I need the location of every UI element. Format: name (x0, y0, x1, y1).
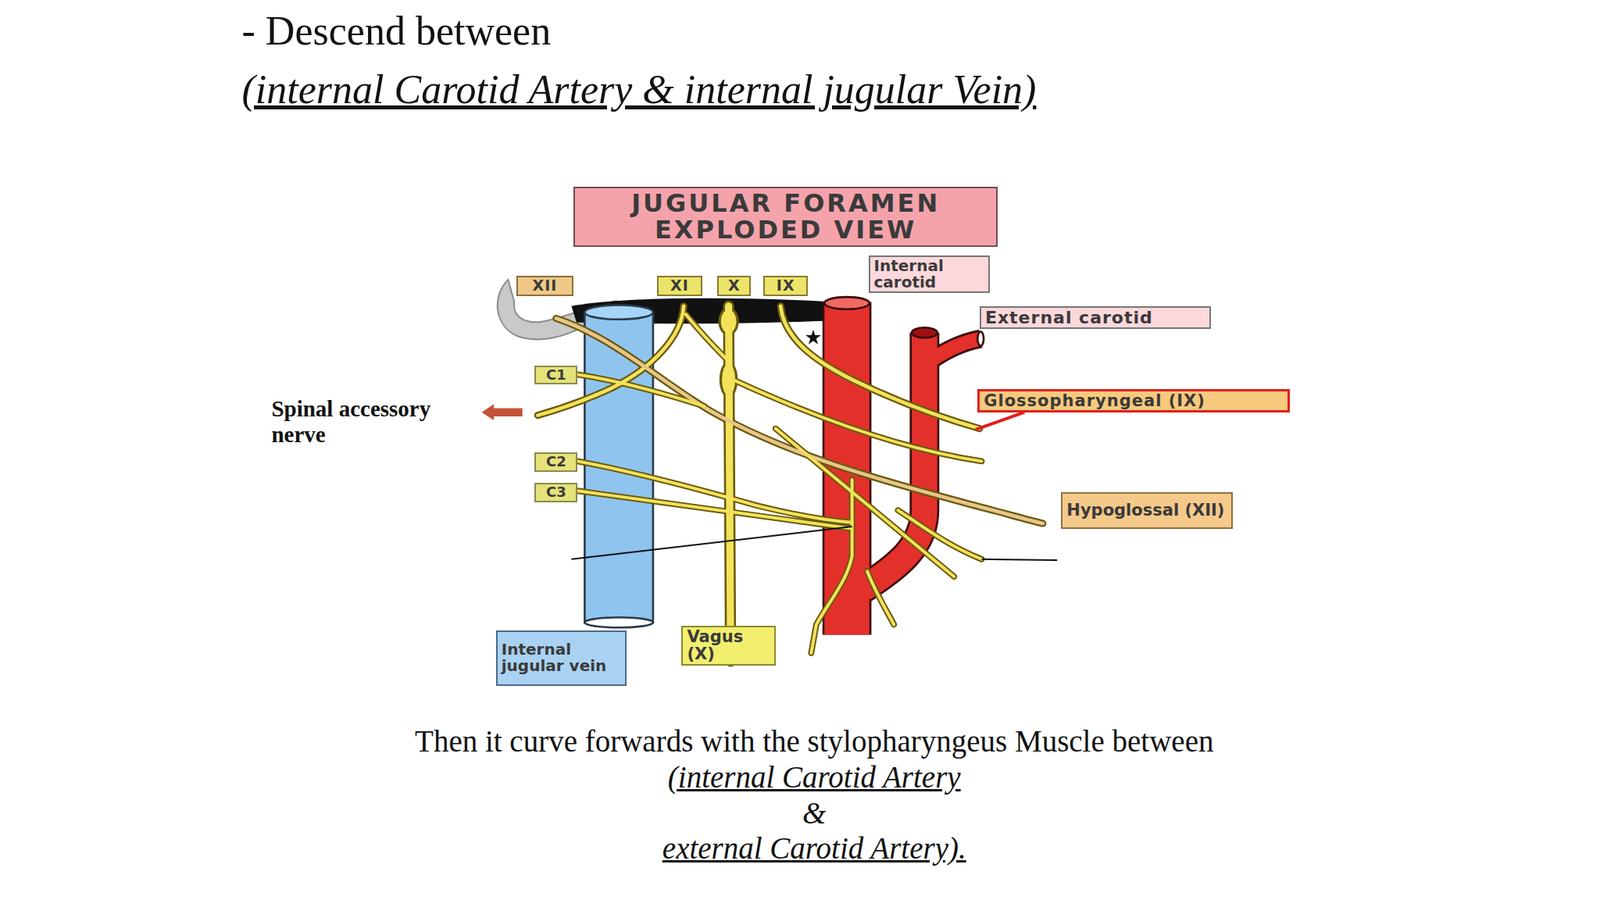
pharyngeal-branch (775, 428, 955, 577)
laryngeal-nerve-outline (732, 379, 983, 461)
artery-fills (846, 302, 981, 636)
artery-outlines (846, 302, 981, 636)
cervical-nerve-outline (577, 374, 704, 406)
hypoglossal-nerve-outline (556, 318, 1043, 525)
artery-lumen (977, 331, 984, 346)
heading-text: - Descend between (242, 7, 957, 55)
cervical-nerve-label: C2 (534, 452, 578, 472)
ansa-root (810, 479, 852, 654)
box-text: C2 (539, 454, 572, 470)
vagus-ganglion (721, 364, 736, 396)
external-carotid-artery (863, 332, 925, 590)
glossopharyngeal-nerve (780, 306, 980, 429)
artery-branch (928, 339, 982, 363)
caption-text: Then it curve forwards with the stylopha… (255, 724, 1375, 760)
cranial-nerve-number: XII (516, 275, 574, 297)
box-text: C3 (539, 485, 572, 500)
pharyngeal-branch-outline (897, 510, 982, 560)
cranial-nerve-number: X (717, 275, 751, 297)
red-leader-line (975, 412, 1025, 430)
accessory-nerve (537, 306, 684, 416)
vagus-nerve (728, 306, 732, 662)
leader-line (571, 526, 852, 560)
structure-label: Spinal accessory nerve (271, 396, 481, 449)
caption-text: (internal Carotid Artery (255, 760, 1375, 796)
box-text: Internal jugular vein (501, 641, 622, 675)
box-text: JUGULAR FORAMEN EXPLODED VIEW (578, 190, 993, 243)
nerve-branch-outline (867, 571, 894, 625)
box-text: Internal carotid (874, 257, 985, 291)
cervical-nerve-outline (577, 460, 852, 522)
box-text: C1 (539, 367, 572, 383)
caption-text: external Carotid Artery). (255, 831, 1375, 867)
vagus-nerve-outline (728, 306, 732, 662)
accessory-branch (685, 314, 727, 359)
artery-label: External carotid (979, 306, 1211, 329)
vein-top (584, 305, 654, 320)
nerve-label: Vagus (X) (681, 625, 775, 666)
cranial-nerve-number: XI (657, 275, 702, 297)
leader-line (981, 559, 1058, 561)
cranial-nerve-number: IX (763, 275, 808, 297)
vagus-ganglion (721, 309, 737, 333)
nerve-fills (537, 306, 1043, 662)
nerve-label: Hypoglossal (XII) (1060, 492, 1233, 529)
box-text: IX (768, 278, 803, 294)
laryngeal-nerve (732, 379, 983, 461)
box-text: XII (521, 278, 568, 294)
nerve-outlines (537, 306, 1043, 662)
cervical-nerve-label: C1 (534, 365, 578, 386)
nerve-label: Glossopharyngeal (IX) (977, 389, 1290, 413)
cervical-nerve (577, 374, 704, 406)
hypoglossal-nerve (556, 318, 1043, 525)
ansa-root-outline (810, 479, 852, 654)
box-text: Glossopharyngeal (IX) (983, 392, 1284, 410)
box-text: XI (662, 278, 697, 294)
artery-top (824, 296, 869, 310)
artery-label: Internal carotid (868, 255, 990, 293)
title-box: JUGULAR FORAMEN EXPLODED VIEW (573, 186, 998, 247)
box-text: X (722, 278, 746, 294)
vein-lumen (584, 617, 654, 628)
cervical-nerve-label: C3 (534, 482, 578, 503)
external-carotid-outline (863, 332, 925, 590)
cervical-nerve (577, 460, 852, 522)
cervical-nerve-outline (577, 490, 852, 529)
heading-text: (internal Carotid Artery & internal jugu… (242, 66, 1416, 114)
artery-lumen (911, 327, 938, 338)
pharyngeal-branch (897, 510, 982, 560)
star-mark (805, 329, 822, 345)
nerve-branch (867, 571, 894, 625)
vein-label: Internal jugular vein (496, 630, 627, 686)
box-text: External carotid (985, 308, 1206, 327)
pointer-arrow (481, 403, 522, 421)
vagus-ganglion-outline (719, 360, 739, 398)
cervical-nerve (577, 490, 852, 529)
vagus-ganglion-outline (718, 307, 740, 336)
box-text: Vagus (X) (686, 628, 770, 663)
caption-text: & (255, 796, 1375, 832)
box-text: Hypoglossal (XII) (1066, 501, 1227, 519)
